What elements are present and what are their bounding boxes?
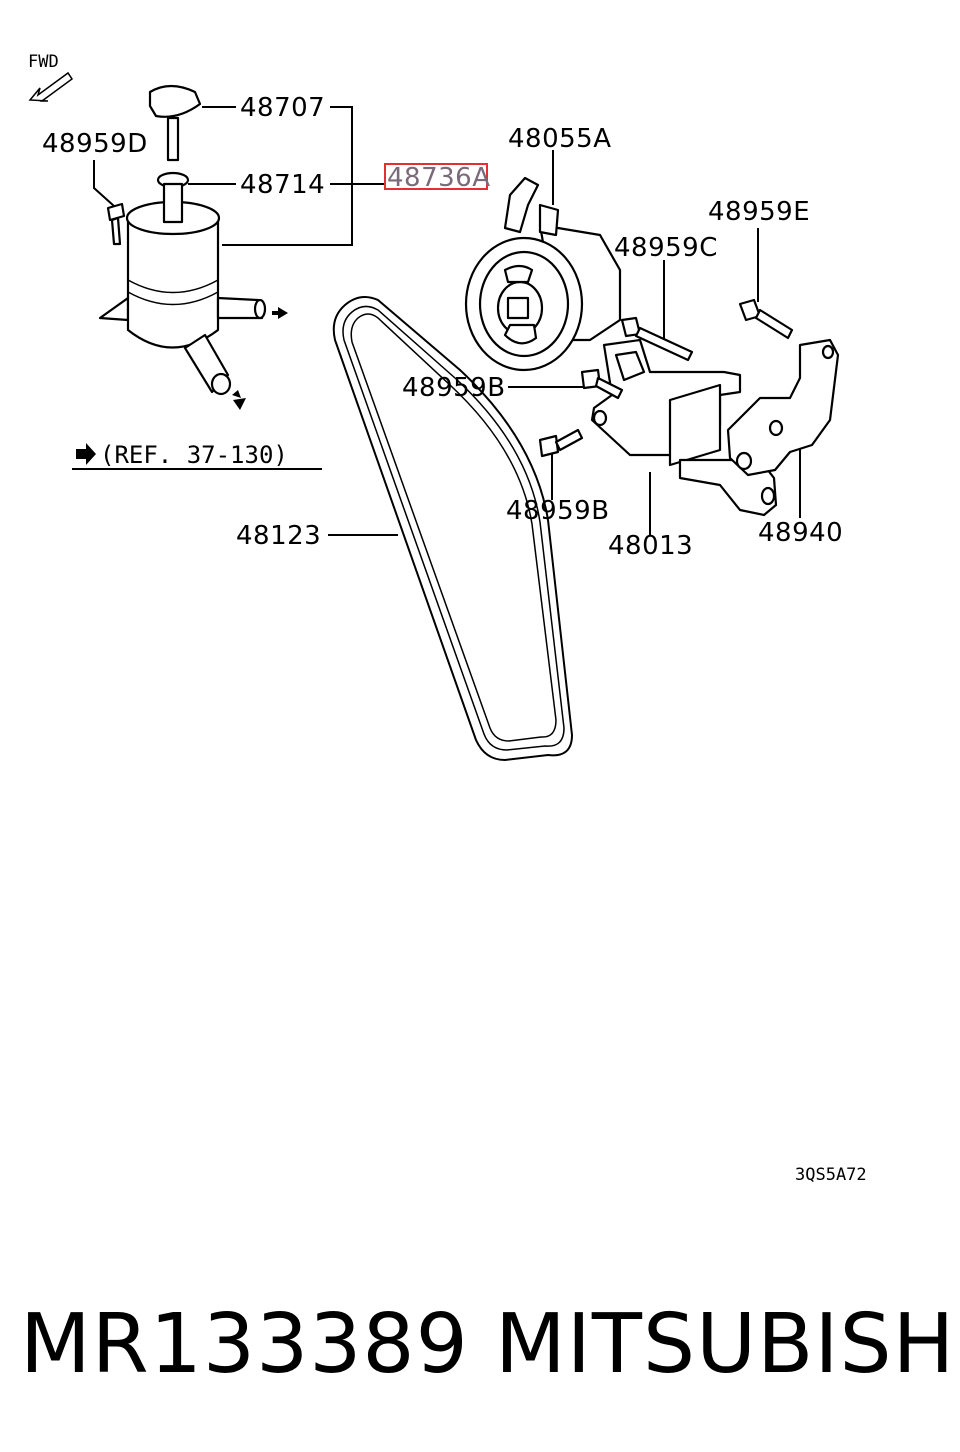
- bolt-48959e: [738, 298, 794, 340]
- label-48707: 48707: [240, 93, 325, 123]
- power-steering-pump: [464, 176, 622, 372]
- label-48736a[interactable]: 48736A: [387, 163, 491, 193]
- drive-belt: [332, 295, 574, 762]
- reservoir-cap: [148, 84, 202, 162]
- reservoir-tank: [98, 200, 288, 410]
- footer-caption: MR133389 MITSUBISHI: [0, 1290, 960, 1400]
- bracket-48013: [590, 338, 778, 517]
- label-48959b-upper: 48959B: [402, 373, 506, 403]
- fwd-indicator: FWD: [28, 52, 74, 102]
- label-48123: 48123: [236, 521, 321, 551]
- bolt-48959c: [620, 316, 694, 362]
- label-48940: 48940: [758, 518, 843, 548]
- part-number: MR133389: [20, 1297, 469, 1392]
- label-48959d: 48959D: [42, 129, 148, 159]
- leader-lines: [72, 106, 801, 536]
- label-48959b-lower: 48959B: [506, 496, 610, 526]
- strainer: [156, 171, 190, 224]
- flow-arrow-icon: [272, 307, 288, 319]
- bolt-48959d: [106, 202, 126, 246]
- bolt-48959b-lower: [538, 428, 584, 458]
- diagram-code: 3QS5A72: [795, 1165, 867, 1185]
- brand-name: MITSUBISHI: [495, 1297, 960, 1392]
- highlight-box: [384, 163, 488, 190]
- label-48959c: 48959C: [614, 233, 718, 263]
- fwd-label: FWD: [28, 52, 59, 72]
- label-48013: 48013: [608, 531, 693, 561]
- flow-arrow-icon: [232, 390, 246, 410]
- label-48959e: 48959E: [708, 197, 810, 227]
- bolt-48959b-upper: [580, 368, 624, 400]
- reference-arrow-icon: [76, 443, 96, 465]
- bracket-48940: [726, 338, 840, 477]
- exploded-parts-diagram: FWD: [28, 52, 867, 1185]
- reference-note: (REF. 37-130): [100, 441, 288, 469]
- fwd-arrow-icon: [28, 71, 74, 102]
- label-48714: 48714: [240, 170, 325, 200]
- label-48055a: 48055A: [508, 124, 612, 154]
